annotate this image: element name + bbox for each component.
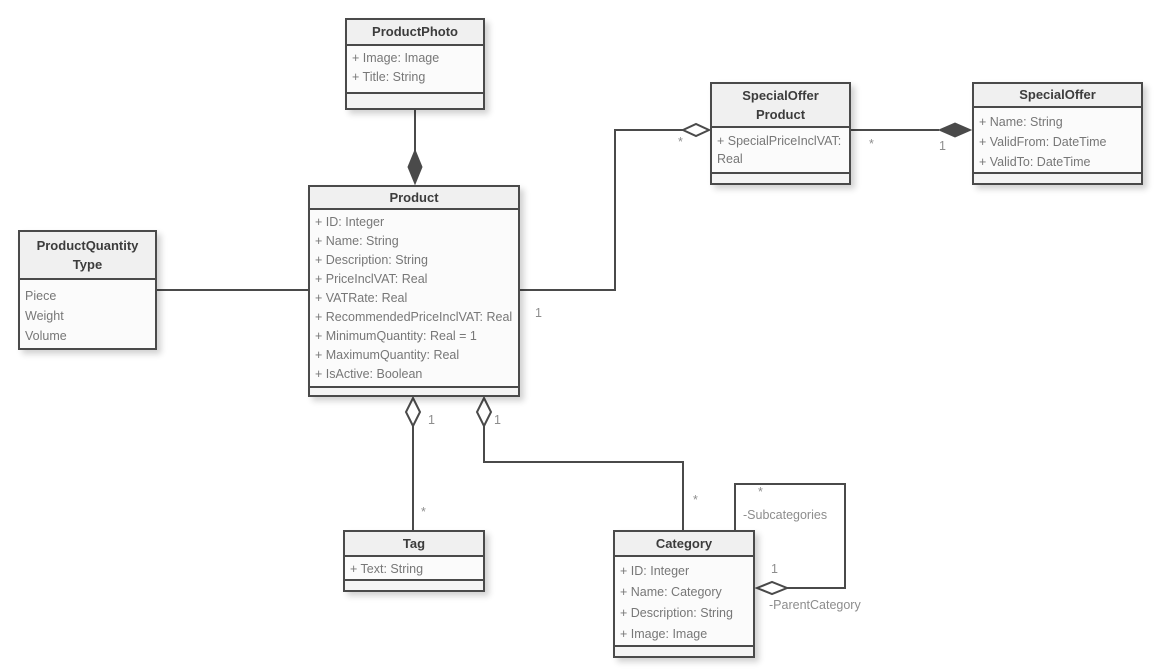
attribute: + Description: String bbox=[315, 253, 428, 267]
class-tag-title: Tag bbox=[345, 532, 483, 557]
attribute: + IsActive: Boolean bbox=[315, 367, 423, 381]
composition-diamond-icon bbox=[937, 122, 973, 138]
multiplicity-product-side: 1 bbox=[494, 413, 501, 427]
class-tag[interactable]: Tag + Text: String bbox=[343, 530, 485, 592]
edge-category-self[interactable] bbox=[734, 483, 846, 589]
multiplicity-category-side: * bbox=[693, 493, 698, 507]
multiplicity-product-side: 1 bbox=[428, 413, 435, 427]
edge-product-specialofferproduct[interactable] bbox=[520, 129, 683, 291]
attribute: + Name: String bbox=[315, 234, 399, 248]
class-title-line: Type bbox=[72, 257, 103, 272]
attribute: + ValidTo: DateTime bbox=[979, 155, 1091, 169]
class-productquantitytype-title: ProductQuantity Type bbox=[20, 232, 155, 280]
aggregation-diamond-icon bbox=[404, 395, 422, 429]
enum-literal: Piece bbox=[25, 289, 57, 303]
class-product[interactable]: Product + ID: Integer + Name: String + D… bbox=[308, 185, 520, 397]
class-specialoffer-title: SpecialOffer bbox=[974, 84, 1141, 108]
class-product-title: Product bbox=[310, 187, 518, 210]
class-specialoffer-operations bbox=[974, 172, 1141, 183]
attribute: + RecommendedPriceInclVAT: Real bbox=[315, 310, 513, 324]
class-title-line: Category bbox=[655, 535, 713, 551]
class-specialoffer-attributes: + Name: String + ValidFrom: DateTime + V… bbox=[974, 108, 1141, 172]
class-title-line: SpecialOffer bbox=[1019, 87, 1096, 103]
attribute: + Image: Image bbox=[620, 627, 708, 641]
attribute: + ValidFrom: DateTime bbox=[979, 135, 1107, 149]
class-tag-attributes: + Text: String bbox=[345, 557, 483, 579]
class-product-operations bbox=[310, 386, 518, 395]
attribute: + Image: Image bbox=[352, 51, 440, 65]
class-title-line: ProductQuantity bbox=[36, 237, 139, 253]
attribute: + SpecialPriceInclVAT: Real bbox=[717, 134, 842, 166]
class-specialofferproduct-title: SpecialOffer Product bbox=[712, 84, 849, 128]
attribute: + Name: String bbox=[979, 115, 1063, 129]
enum-literal: Volume bbox=[25, 329, 67, 343]
class-specialoffer[interactable]: SpecialOffer + Name: String + ValidFrom:… bbox=[972, 82, 1143, 185]
class-category-attributes: + ID: Integer + Name: Category + Descrip… bbox=[615, 557, 753, 645]
class-productquantitytype[interactable]: ProductQuantity Type Piece Weight Volume bbox=[18, 230, 157, 350]
multiplicity-specialoffer-side: 1 bbox=[939, 139, 946, 153]
attribute: + VATRate: Real bbox=[315, 291, 408, 305]
attribute: + ID: Integer bbox=[620, 564, 690, 578]
class-product-attributes: + ID: Integer + Name: String + Descripti… bbox=[310, 210, 518, 386]
class-tag-operations bbox=[345, 579, 483, 590]
class-title-line: Product bbox=[755, 107, 806, 122]
class-productphoto-attributes: + Image: Image + Title: String bbox=[347, 46, 483, 92]
class-specialofferproduct[interactable]: SpecialOffer Product + SpecialPriceInclV… bbox=[710, 82, 851, 185]
aggregation-diamond-icon bbox=[680, 122, 712, 138]
attribute: + Title: String bbox=[352, 70, 426, 84]
attribute: + Description: String bbox=[620, 606, 733, 620]
class-specialofferproduct-attributes: + SpecialPriceInclVAT: Real bbox=[712, 128, 849, 172]
class-productphoto-operations bbox=[347, 92, 483, 108]
attribute: + Name: Category bbox=[620, 585, 722, 599]
class-specialofferproduct-operations bbox=[712, 172, 849, 183]
attribute: + MaximumQuantity: Real bbox=[315, 348, 460, 362]
multiplicity-product-side: 1 bbox=[535, 306, 542, 320]
multiplicity-parentcategory: 1 bbox=[771, 562, 778, 576]
edge-product-category[interactable] bbox=[483, 426, 684, 530]
multiplicity-specialofferproduct-side: * bbox=[678, 135, 683, 149]
multiplicity-subcategories: * bbox=[758, 485, 763, 499]
class-title-line: Tag bbox=[402, 535, 426, 551]
class-title-line: SpecialOffer bbox=[742, 87, 819, 103]
multiplicity-specialofferproduct-side: * bbox=[869, 137, 874, 151]
class-productphoto[interactable]: ProductPhoto + Image: Image + Title: Str… bbox=[345, 18, 485, 110]
class-productphoto-title: ProductPhoto bbox=[347, 20, 483, 46]
class-title-line: Product bbox=[389, 189, 439, 205]
attribute: + PriceInclVAT: Real bbox=[315, 272, 428, 286]
role-parentcategory: -ParentCategory bbox=[769, 598, 861, 612]
enum-literal: Weight bbox=[25, 309, 64, 323]
attribute: + ID: Integer bbox=[315, 215, 385, 229]
class-category-title: Category bbox=[615, 532, 753, 557]
attribute: + Text: String bbox=[350, 562, 424, 576]
class-category-operations bbox=[615, 645, 753, 656]
role-subcategories: -Subcategories bbox=[743, 508, 828, 522]
multiplicity-tag-side: * bbox=[421, 505, 426, 519]
attribute: + MinimumQuantity: Real = 1 bbox=[315, 329, 477, 343]
aggregation-diamond-icon bbox=[475, 395, 493, 429]
aggregation-diamond-icon bbox=[754, 580, 790, 596]
class-productquantitytype-literals: Piece Weight Volume bbox=[20, 280, 155, 348]
class-category[interactable]: Category + ID: Integer + Name: Category … bbox=[613, 530, 755, 658]
class-title-line: ProductPhoto bbox=[372, 24, 458, 40]
composition-diamond-icon bbox=[407, 148, 423, 186]
